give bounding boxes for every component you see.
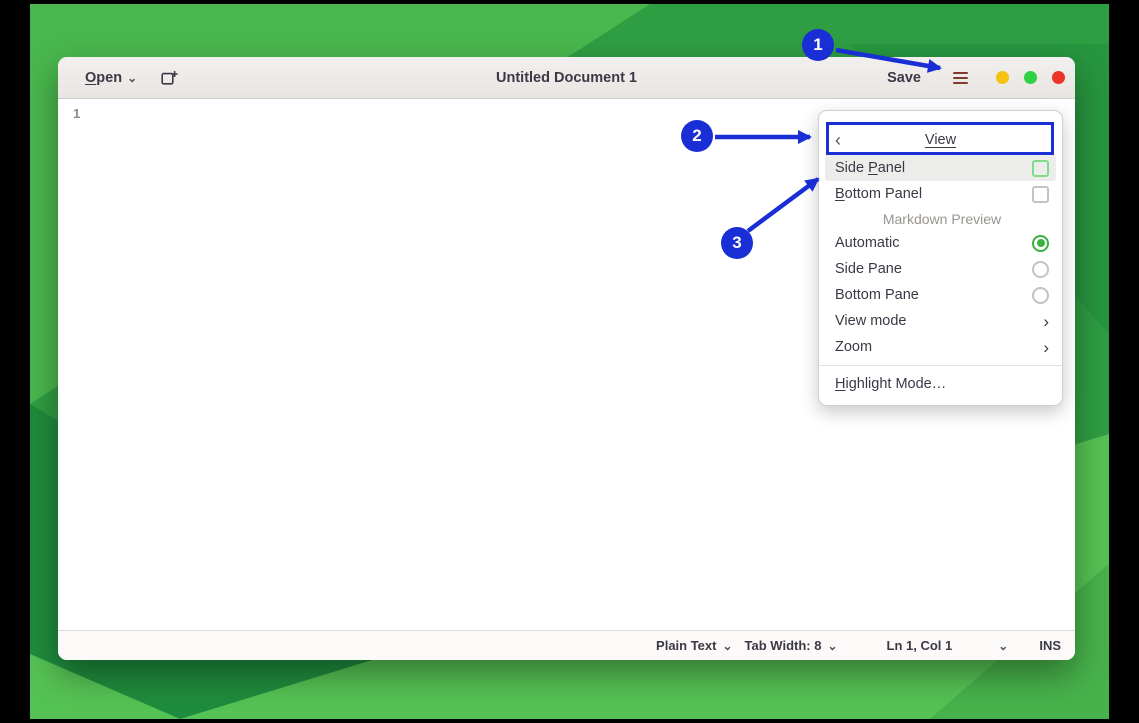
menu-item-zoom[interactable]: Zoom › xyxy=(825,334,1056,360)
menu-item-bottom-panel[interactable]: Bottom Panel xyxy=(825,181,1056,207)
callout-2: 2 xyxy=(681,120,713,152)
menu-item-label: Side Panel xyxy=(835,160,906,176)
insert-mode-indicator: INS xyxy=(1039,638,1061,653)
chevron-down-icon: ⌄ xyxy=(827,638,838,653)
menu-item-label: Zoom xyxy=(835,339,873,355)
menu-header-view[interactable]: ‹ View xyxy=(825,125,1056,155)
hamburger-menu-button[interactable] xyxy=(949,68,972,88)
chevron-down-icon: ⌄ xyxy=(127,70,138,85)
menu-item-label: Bottom Panel xyxy=(835,186,923,202)
menu-item-side-panel[interactable]: Side Panel xyxy=(825,155,1056,181)
submenu-arrow-icon: › xyxy=(1043,337,1049,357)
tab-width-label: Tab Width: 8 xyxy=(744,638,822,653)
statusbar: Plain Text ⌄ Tab Width: 8 ⌄ Ln 1, Col 1 … xyxy=(58,630,1075,660)
minimize-button[interactable] xyxy=(996,71,1009,84)
annotation-rect-view-header xyxy=(826,122,1054,155)
menu-item-highlight-mode[interactable]: Highlight Mode… xyxy=(825,371,1056,397)
radio-unselected xyxy=(1032,286,1049,304)
radio-selected xyxy=(1032,234,1049,252)
menu-separator xyxy=(819,365,1062,366)
syntax-mode-selector[interactable]: Plain Text ⌄ xyxy=(656,638,733,653)
menu-item-label: Highlight Mode… xyxy=(835,376,947,392)
close-button[interactable] xyxy=(1052,71,1065,84)
headerbar-right: Save xyxy=(887,68,1065,88)
menu-item-view-mode[interactable]: View mode › xyxy=(825,308,1056,334)
headerbar: Open ⌄ Untitled Document 1 Save xyxy=(58,57,1075,99)
open-button-label: Open xyxy=(85,69,123,86)
cursor-position-label: Ln 1, Col 1 xyxy=(886,638,953,653)
checkbox-unchecked xyxy=(1032,159,1049,177)
hamburger-icon xyxy=(953,71,968,84)
new-tab-icon xyxy=(161,70,178,85)
save-button[interactable]: Save xyxy=(887,69,921,86)
chevron-down-icon: ⌄ xyxy=(722,638,733,653)
callout-3: 3 xyxy=(721,227,753,259)
window-title: Untitled Document 1 xyxy=(496,69,637,86)
menu-item-label: View mode xyxy=(835,313,907,329)
menu-item-automatic[interactable]: Automatic xyxy=(825,230,1056,256)
view-menu-popup: ‹ View Side Panel Bottom Panel Markdown … xyxy=(818,110,1063,406)
maximize-button[interactable] xyxy=(1024,71,1037,84)
back-icon[interactable]: ‹ xyxy=(835,130,841,150)
chevron-down-icon: ⌄ xyxy=(998,638,1009,653)
menu-item-label: Automatic xyxy=(835,235,900,251)
open-button[interactable]: Open ⌄ xyxy=(85,70,137,86)
menu-item-label: Side Pane xyxy=(835,261,902,277)
tab-width-selector[interactable]: Tab Width: 8 ⌄ xyxy=(745,638,838,653)
menu-item-side-pane[interactable]: Side Pane xyxy=(825,256,1056,282)
menu-item-bottom-pane[interactable]: Bottom Pane xyxy=(825,282,1056,308)
syntax-mode-label: Plain Text xyxy=(656,638,717,653)
view-menu-title: View xyxy=(924,132,957,148)
checkbox-unchecked xyxy=(1032,185,1049,203)
radio-unselected xyxy=(1032,260,1049,278)
menu-item-label: Bottom Pane xyxy=(835,287,919,303)
new-tab-button[interactable] xyxy=(161,70,178,86)
submenu-arrow-icon: › xyxy=(1043,311,1049,331)
line-number: 1 xyxy=(73,106,81,121)
cursor-position-selector[interactable]: Ln 1, Col 1 ⌄ xyxy=(887,638,1009,653)
menu-section-markdown-preview: Markdown Preview xyxy=(882,210,1002,227)
callout-1: 1 xyxy=(802,29,834,61)
